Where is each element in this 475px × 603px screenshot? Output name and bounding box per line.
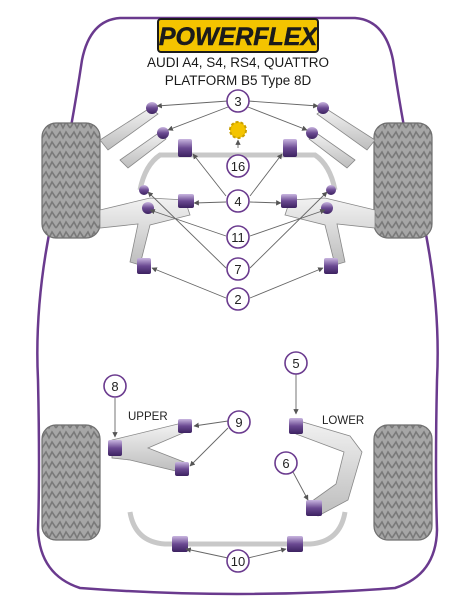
lower-label: LOWER [322, 415, 364, 427]
svg-text:4: 4 [234, 194, 241, 209]
callout-2: 2 [226, 287, 250, 311]
svg-text:8: 8 [111, 379, 118, 394]
rear-leader-lines [112, 374, 309, 559]
front-left-tyre [41, 122, 101, 239]
front-left-lower-arm [99, 197, 191, 266]
rear-lower-arm [295, 419, 363, 517]
powerflex-logo: POWERFLEX [157, 18, 319, 53]
upper-label: UPPER [128, 411, 168, 423]
callout-11: 11 [226, 225, 250, 249]
svg-text:5: 5 [292, 356, 299, 371]
callout-7: 7 [226, 257, 250, 281]
svg-text:POWERFLEX: POWERFLEX [159, 23, 319, 51]
callout-10: 10 [226, 549, 250, 573]
callout-4: 4 [226, 189, 250, 213]
front-right-tyre [373, 122, 433, 239]
rear-left-tyre [41, 424, 101, 541]
rear-right-tyre [373, 424, 433, 541]
model-line: AUDI A4, S4, RS4, QUATTRO [147, 55, 329, 70]
rear-bushes [108, 418, 322, 552]
svg-text:16: 16 [231, 159, 245, 174]
callout-9: 9 [227, 410, 251, 434]
front-upper-links [99, 107, 376, 169]
callout-6: 6 [274, 451, 298, 475]
gear-icon [229, 121, 247, 139]
front-leader-lines [147, 100, 328, 299]
svg-text:6: 6 [282, 456, 289, 471]
callout-5: 5 [284, 351, 308, 375]
svg-text:10: 10 [231, 554, 245, 569]
svg-text:9: 9 [235, 415, 242, 430]
svg-text:11: 11 [231, 230, 245, 245]
svg-text:7: 7 [234, 262, 241, 277]
platform-line: PLATFORM B5 Type 8D [165, 73, 312, 88]
svg-text:2: 2 [234, 292, 241, 307]
svg-text:3: 3 [234, 94, 241, 109]
callout-16: 16 [226, 154, 250, 178]
callout-8: 8 [103, 374, 127, 398]
callout-3: 3 [226, 89, 250, 113]
front-right-lower-arm [284, 197, 376, 266]
rear-anti-roll-bar [127, 511, 348, 547]
front-bushes [137, 102, 338, 274]
